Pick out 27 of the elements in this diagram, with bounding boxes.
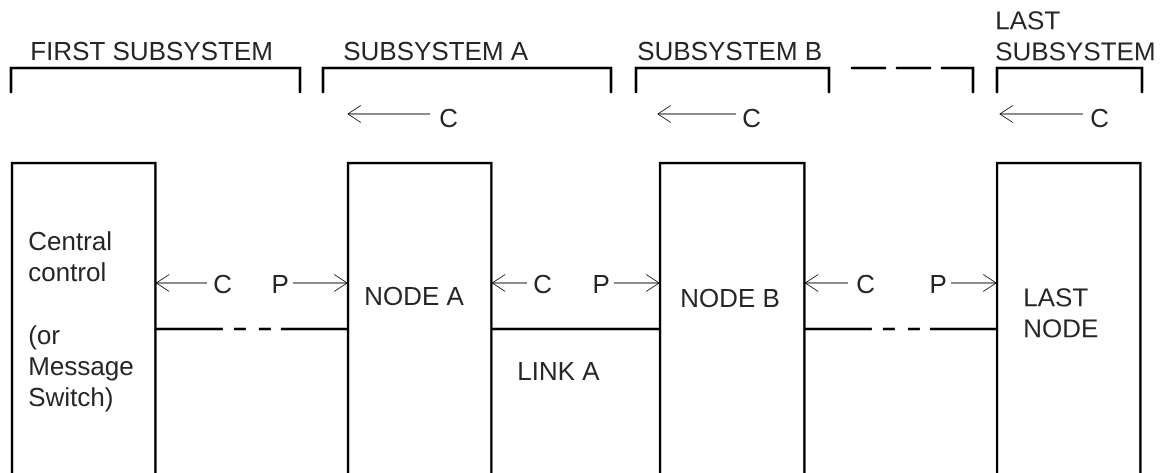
arrow-label: C	[743, 108, 760, 128]
link-line	[155, 327, 348, 331]
edge-label: P	[929, 275, 947, 293]
arrow	[292, 274, 348, 292]
link-line	[804, 327, 997, 331]
subsystem-label: SUBSYSTEM B	[638, 41, 821, 61]
link-line	[491, 327, 660, 331]
arrow	[491, 274, 528, 292]
arrow	[804, 274, 849, 292]
node-box: LAST NODE	[995, 161, 1142, 473]
node-box: NODE B	[658, 161, 806, 473]
edge-label: P	[271, 275, 289, 293]
arrow	[155, 274, 208, 292]
subsystem-label: LAST SUBSYSTEM	[996, 11, 1154, 61]
node-box: Central control (or Message Switch)	[10, 161, 157, 473]
edge-label: P	[592, 275, 610, 293]
arrow-label: C	[440, 108, 457, 128]
edge-label: LINK A	[517, 362, 600, 380]
subsystem-label: SUBSYSTEM A	[344, 41, 529, 61]
arrow	[950, 274, 997, 292]
arrow	[613, 274, 660, 292]
subsystem-label: FIRST SUBSYSTEM	[32, 41, 271, 61]
edge-label: C	[213, 274, 232, 294]
arrow-label: C	[1091, 108, 1108, 128]
node-box: NODE A	[346, 161, 493, 473]
edge-label: C	[856, 274, 875, 294]
edge-label: C	[533, 274, 552, 294]
